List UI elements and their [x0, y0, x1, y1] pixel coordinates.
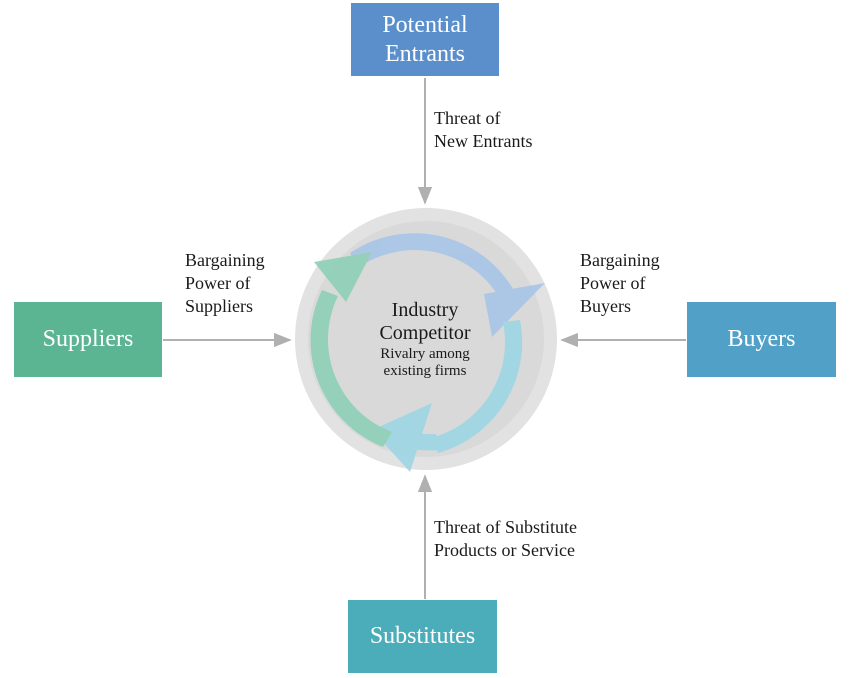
threat-substitutes-line2: Products or Service [434, 540, 575, 560]
buyer-power-label: Bargaining Power of Buyers [580, 249, 660, 318]
rivalry-ring-inner [308, 221, 544, 457]
center-title-line1: Industry [391, 299, 459, 321]
buyer-power-line1: Bargaining [580, 250, 660, 270]
potential-entrants-label-line1: Potential [382, 11, 468, 38]
buyers-label: Buyers [727, 326, 796, 352]
center-subtitle-line1: Rivalry among [380, 346, 470, 362]
cycle-arrow-cyan [434, 320, 523, 453]
threat-substitutes-label: Threat of Substitute Products or Service [434, 516, 577, 562]
suppliers-label: Suppliers [42, 326, 134, 352]
supplier-power-line3: Suppliers [185, 296, 254, 316]
supplier-power-label: Bargaining Power of Suppliers [185, 249, 265, 318]
suppliers-box: Suppliers [14, 302, 162, 377]
potential-entrants-box: Potential Entrants [351, 3, 499, 76]
center-subtitle: Rivalry among existing firms [345, 346, 505, 380]
cycle-arrows [310, 233, 545, 472]
threat-new-entrants-line2: New Entrants [434, 131, 533, 151]
buyer-power-line2: Power of [580, 273, 646, 293]
substitutes-label: Substitutes [369, 623, 476, 649]
center-title: Industry Competitor [345, 299, 505, 345]
buyer-power-line3: Buyers [580, 296, 631, 316]
cycle-arrow-cyan-tail [392, 428, 440, 451]
center-subtitle-line2: existing firms [383, 363, 467, 379]
threat-new-entrants-label: Threat of New Entrants [434, 107, 532, 153]
cycle-arrowhead-blue [484, 283, 545, 337]
potential-entrants-label-line2: Entrants [385, 40, 465, 67]
supplier-power-line2: Power of [185, 273, 251, 293]
threat-substitutes-line1: Threat of Substitute [434, 517, 577, 537]
cycle-arrow-green [310, 290, 392, 447]
cycle-arrow-blue [350, 233, 517, 304]
threat-new-entrants-line1: Threat of [434, 108, 501, 128]
buyers-box: Buyers [687, 302, 836, 377]
center-title-line2: Competitor [379, 322, 471, 344]
supplier-power-line1: Bargaining [185, 250, 265, 270]
industry-competitor-center: Industry Competitor Rivalry among existi… [345, 299, 505, 380]
substitutes-box: Substitutes [348, 600, 497, 673]
cycle-arrowhead-green [314, 252, 372, 302]
